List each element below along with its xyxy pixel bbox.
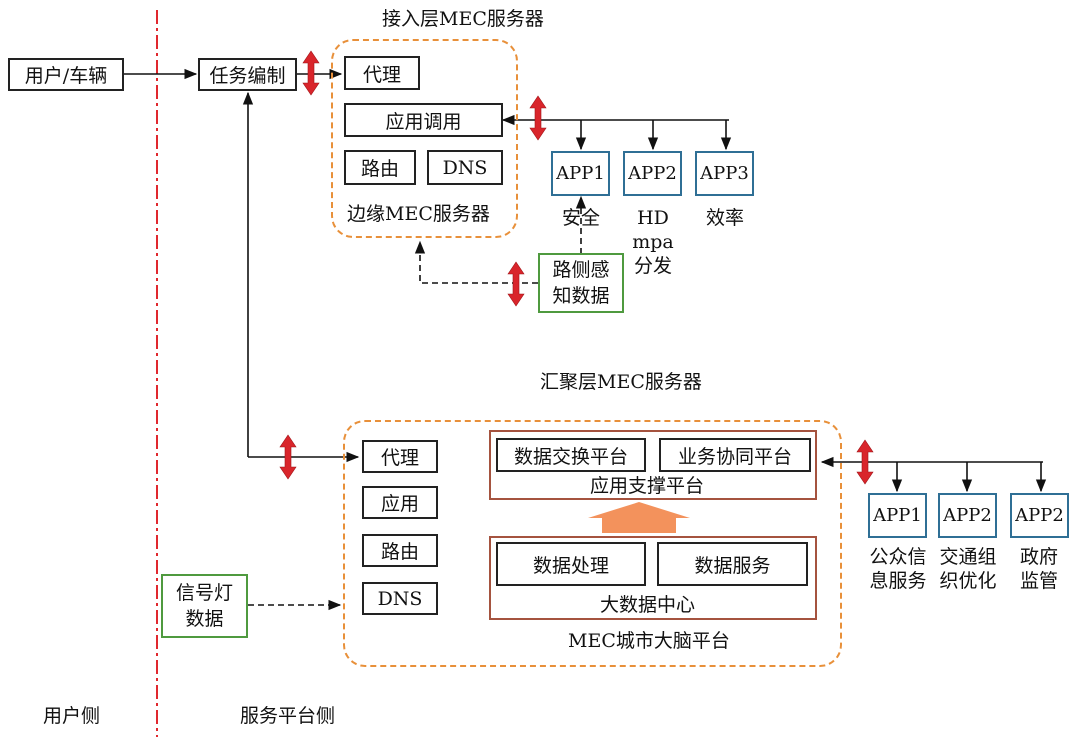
user-side-label: 用户侧 <box>43 705 101 727</box>
agg-app2-desc: 交通组 织优化 <box>939 546 997 592</box>
bidir-arrow-icon <box>507 261 525 307</box>
access-app1-desc: 安全 <box>561 207 600 229</box>
aggregation-layer-title: 汇聚层MEC服务器 <box>540 371 702 393</box>
agg-app1-desc: 公众信 息服务 <box>869 546 927 592</box>
data-processing-box: 数据处理 <box>496 542 646 586</box>
task-orchestration-box: 任务编制 <box>198 58 297 91</box>
agg-app1-box: APP1 <box>868 493 927 538</box>
bigdata-center-frame <box>489 536 817 620</box>
access-app3-box: APP3 <box>695 151 754 196</box>
city-brain-caption: MEC城市大脑平台 <box>568 630 730 652</box>
agg-app3-box: APP2 <box>1010 493 1069 538</box>
access-app3-desc: 效率 <box>705 207 744 229</box>
data-exchange-box: 数据交换平台 <box>496 438 646 472</box>
bidir-arrow-icon <box>529 95 547 141</box>
access-app-call-box: 应用调用 <box>344 103 503 137</box>
support-platform-frame <box>489 430 817 500</box>
business-collab-box: 业务协同平台 <box>659 438 811 472</box>
roadside-data-box: 路侧感 知数据 <box>538 253 624 313</box>
agg-proxy-box: 代理 <box>362 440 438 473</box>
access-layer-frame <box>331 39 518 238</box>
service-side-label: 服务平台侧 <box>240 705 336 727</box>
agg-app-box: 应用 <box>362 486 438 519</box>
access-dns-box: DNS <box>427 150 503 185</box>
agg-routing-box: 路由 <box>362 534 438 567</box>
access-app1-box: APP1 <box>551 151 610 196</box>
user-vehicle-box: 用户/车辆 <box>8 58 124 91</box>
bigdata-center-title: 大数据中心 <box>600 594 696 616</box>
access-proxy-box: 代理 <box>344 56 420 90</box>
agg-app3-desc: 政府 监管 <box>1019 546 1058 592</box>
agg-app2-box: APP2 <box>938 493 997 538</box>
access-layer-title: 接入层MEC服务器 <box>382 8 544 30</box>
data-service-box: 数据服务 <box>657 542 808 586</box>
access-routing-box: 路由 <box>344 150 416 185</box>
support-platform-title: 应用支撑平台 <box>590 475 705 497</box>
upward-arrow-icon <box>588 502 690 533</box>
access-app2-desc: HD mpa 分发 <box>632 207 674 277</box>
access-app2-box: APP2 <box>623 151 682 196</box>
bidir-arrow-icon <box>302 50 320 96</box>
signal-data-box: 信号灯 数据 <box>161 574 248 638</box>
edge-mec-caption: 边缘MEC服务器 <box>347 203 490 225</box>
agg-dns-box: DNS <box>362 582 438 615</box>
aggregation-layer-frame <box>343 420 842 667</box>
